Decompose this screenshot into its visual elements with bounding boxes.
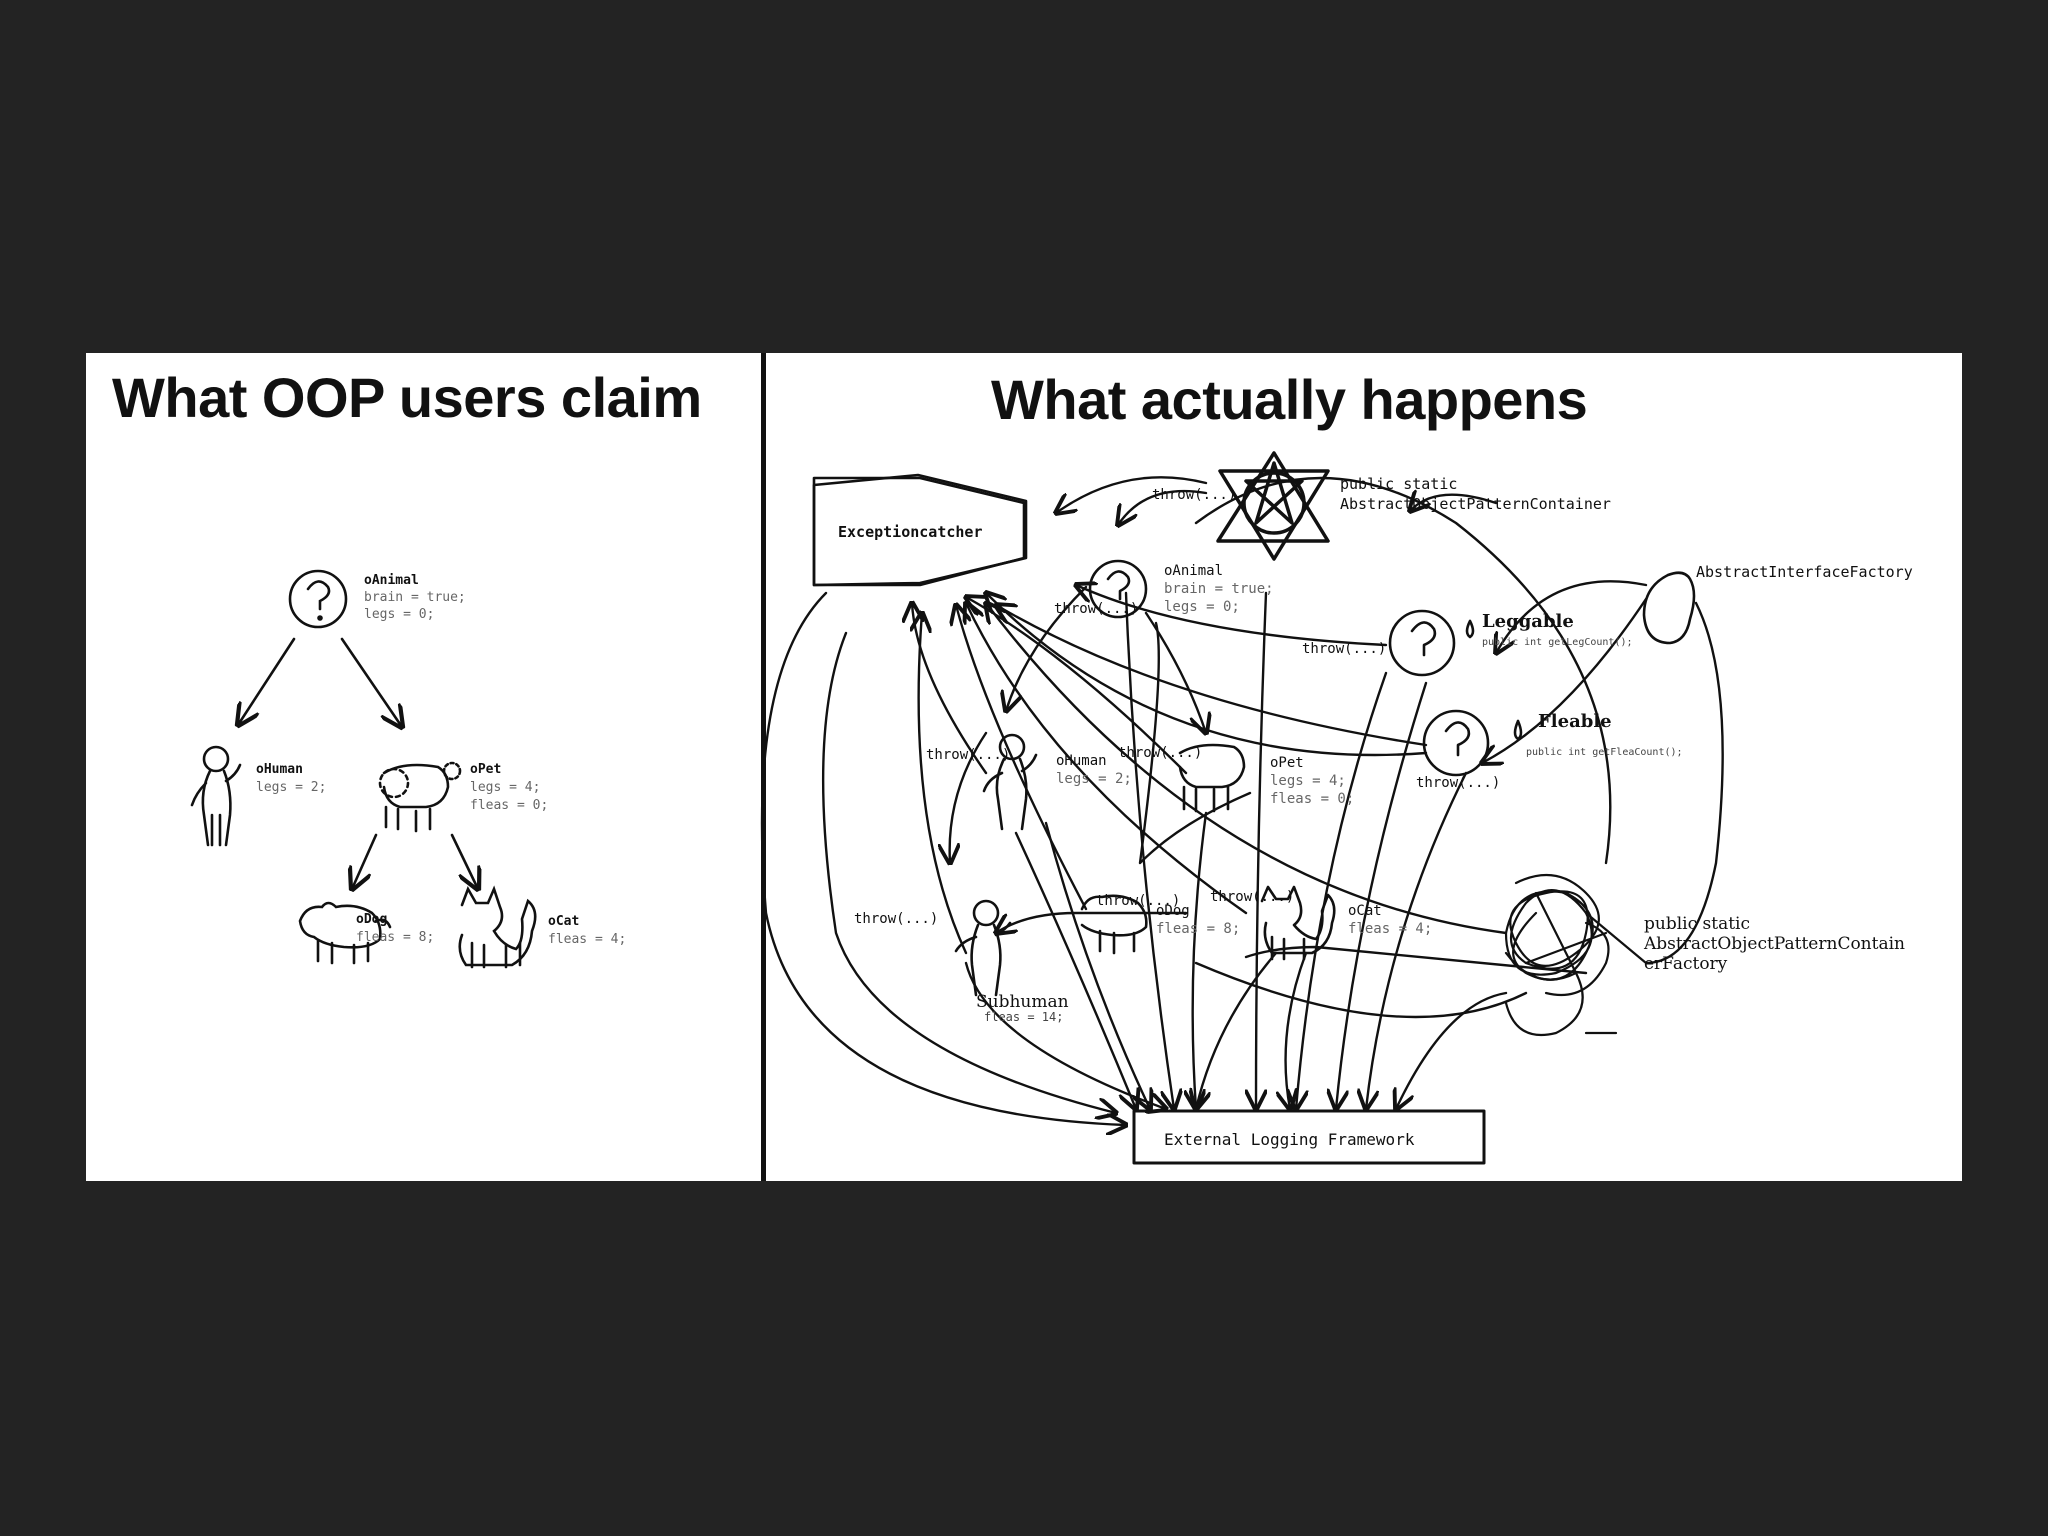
cat-icon (458, 885, 537, 969)
right-dog-name: oDog (1156, 903, 1190, 919)
right-animal-prop-1: brain = true; (1164, 581, 1274, 597)
left-animal-prop-1: brain = true; (364, 590, 466, 605)
throw-label-3: throw(...) (1302, 641, 1386, 657)
human-icon (190, 745, 242, 847)
left-human-prop-1: legs = 2; (256, 780, 326, 795)
right-pet-prop-1: legs = 4; (1270, 773, 1346, 789)
factory-scribble-icon (1504, 873, 1648, 1037)
left-dog-name: oDog (356, 912, 387, 927)
leggable-icon (1388, 609, 1475, 677)
throw-label-9: throw(...) (1210, 889, 1294, 905)
container-star-icon (1216, 451, 1330, 561)
factory-label-1: public static (1644, 914, 1750, 934)
right-diagram (760, 451, 1724, 1165)
left-pet-prop-2: fleas = 0; (470, 798, 548, 813)
left-animal-name: oAnimal (364, 573, 419, 588)
comic-drawing: oAnimal brain = true; legs = 0; oHuman l… (190, 451, 1913, 1165)
throw-label-6: throw(...) (1416, 775, 1500, 791)
logging-framework-label: External Logging Framework (1164, 1130, 1415, 1149)
left-panel-title: What OOP users claim (112, 366, 702, 429)
fleable-label: Fleable (1538, 711, 1612, 732)
right-human-prop-1: legs = 2; (1056, 771, 1132, 787)
subhuman-prop-1: fleas = 14; (984, 1010, 1063, 1024)
throw-label-7: throw(...) (854, 911, 938, 927)
animal-question-icon (288, 569, 348, 629)
throw-label-8: throw(...) (1096, 893, 1180, 909)
fleable-signature: public int getFleaCount(); (1526, 747, 1683, 758)
factory-label-3: erFactory (1644, 954, 1728, 974)
interface-factory-label: AbstractInterfaceFactory (1696, 563, 1913, 581)
container-label-1: public static (1340, 475, 1457, 493)
right-cat-name: oCat (1348, 903, 1382, 919)
leggable-signature: public int getLegCount(); (1482, 637, 1633, 648)
left-dog-prop-1: fleas = 8; (356, 930, 434, 945)
arrow-pet-dog (352, 833, 378, 889)
leggable-label: Leggable (1482, 611, 1574, 632)
left-cat-name: oCat (548, 914, 579, 929)
arrow-pet-cat (450, 833, 478, 889)
arrow-animal-human (238, 637, 296, 725)
right-animal-name: oAnimal (1164, 563, 1223, 579)
left-diagram (190, 569, 537, 969)
relationship-arrows (760, 476, 1724, 1125)
left-pet-name: oPet (470, 762, 501, 777)
pet-icon (378, 761, 462, 833)
subhuman-label: Subhuman (976, 992, 1069, 1012)
right-pet-name: oPet (1270, 755, 1304, 771)
right-cat-prop-1: fleas = 4; (1348, 921, 1432, 937)
fleable-icon (1422, 709, 1523, 777)
throw-label-4: throw(...) (926, 747, 1010, 763)
right-labels: Exceptioncatcher External Logging Framew… (838, 475, 1913, 1149)
right-human-name: oHuman (1056, 753, 1107, 769)
slide: What OOP users claim What actually happe… (86, 353, 1962, 1181)
left-cat-prop-1: fleas = 4; (548, 932, 626, 947)
exception-catcher-outline (812, 473, 1028, 587)
left-human-name: oHuman (256, 762, 303, 777)
exception-catcher-label: Exceptioncatcher (838, 523, 983, 541)
logging-framework-box (1132, 1109, 1486, 1165)
throw-label-1: throw(...) (1152, 487, 1236, 503)
right-animal-prop-2: legs = 0; (1164, 599, 1240, 615)
arrow-animal-pet (340, 637, 402, 727)
right-pet-prop-2: fleas = 0; (1270, 791, 1354, 807)
container-label-2: AbstractObjectPatternContainer (1340, 495, 1611, 513)
left-animal-prop-2: legs = 0; (364, 607, 434, 622)
throw-label-2: throw(...) (1054, 601, 1138, 617)
left-pet-prop-1: legs = 4; (470, 780, 540, 795)
right-panel-title: What actually happens (991, 368, 1588, 431)
pet-icon-right (1178, 743, 1246, 813)
interface-factory-blob (1642, 571, 1696, 645)
factory-label-2: AbstractObjectPatternContain (1643, 934, 1905, 954)
throw-label-5: throw(...) (1118, 745, 1202, 761)
dog-icon (298, 901, 392, 965)
left-labels: oAnimal brain = true; legs = 0; oHuman l… (256, 573, 626, 947)
right-dog-prop-1: fleas = 8; (1156, 921, 1240, 937)
